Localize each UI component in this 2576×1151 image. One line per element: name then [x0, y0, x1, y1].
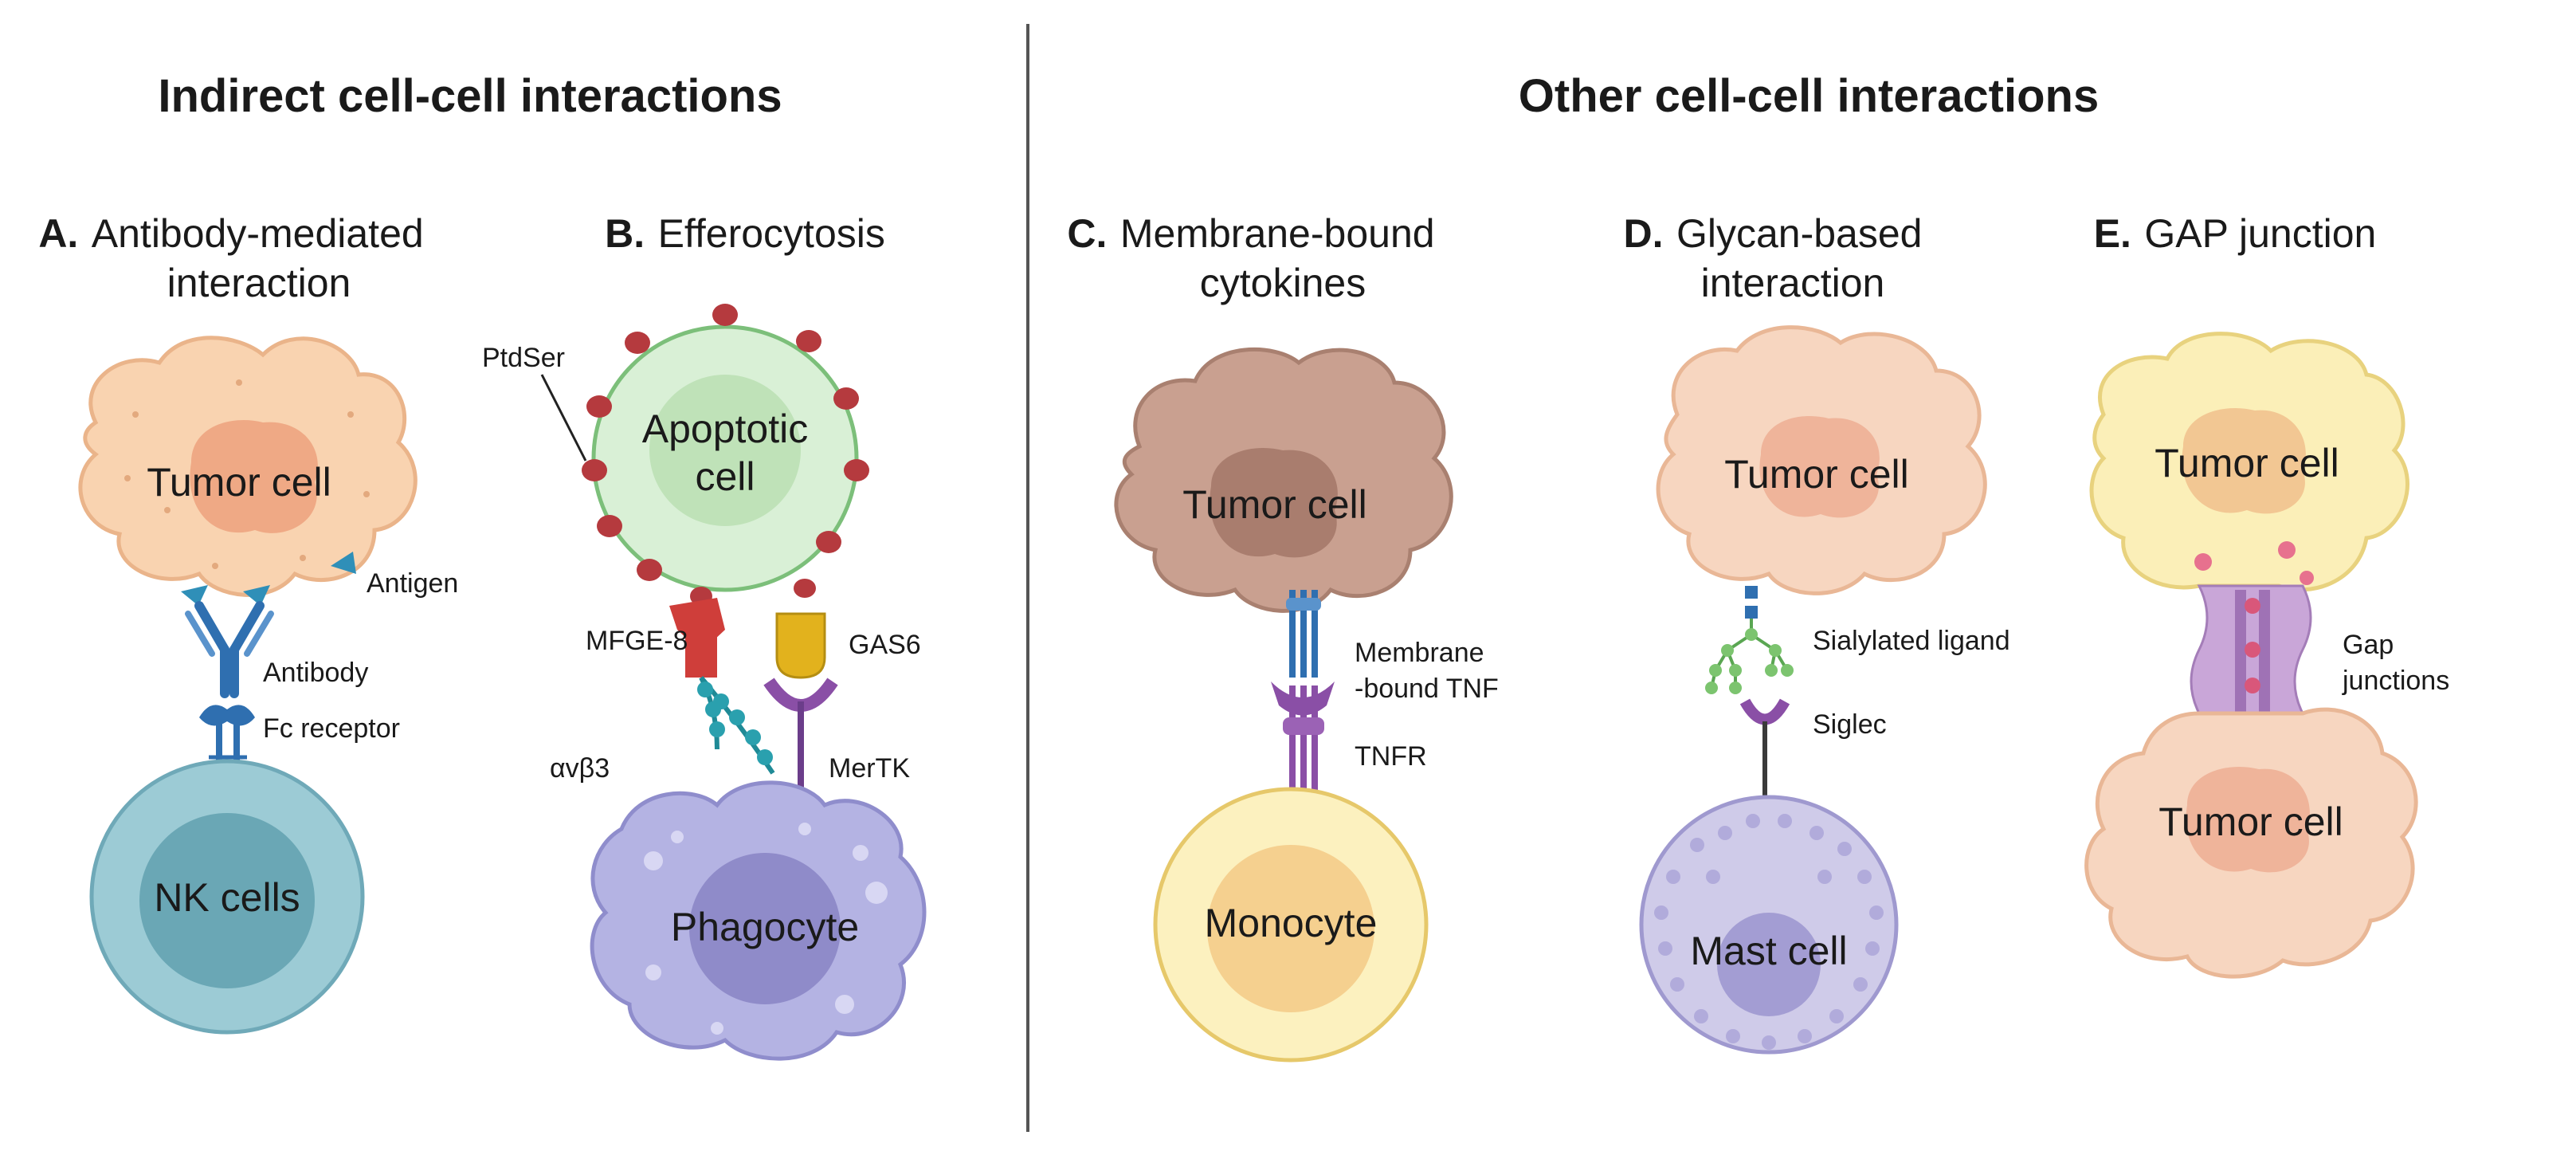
gas6-icon [775, 612, 826, 679]
fc-receptor-label: Fc receptor [263, 713, 400, 744]
phagocyte-label: Phagocyte [671, 905, 859, 949]
ptdser-icons [582, 304, 869, 606]
tnfr-icon [1271, 682, 1335, 801]
svg-text:A. Antibody-mediated: A. Antibody-mediated [38, 211, 423, 256]
tnf-label-line2: -bound TNF [1355, 674, 1499, 704]
panel-a: A. Antibody-mediated interaction Tumor c… [38, 211, 458, 1035]
cytoplasm-dots-a [124, 379, 370, 569]
panel-b: B. Efferocytosis Apoptotic cell PtdSer [482, 211, 927, 1061]
integrin-label: αvβ3 [550, 753, 610, 784]
panel-d-title: Glycan-based [1676, 211, 1923, 256]
nk-cells-label: NK cells [154, 875, 300, 920]
tumor-cell-d-label: Tumor cell [1724, 452, 1909, 497]
panel-a-title-line2: interaction [167, 261, 351, 305]
panel-c-title-line2: cytokines [1200, 261, 1366, 305]
ptdser-pointer [540, 374, 587, 462]
tnf-icon [1286, 590, 1321, 678]
tumor-nucleus-a [190, 420, 318, 533]
nk-cell-nucleus [139, 813, 315, 988]
tumor-cell-e-bottom-label: Tumor cell [2158, 799, 2343, 844]
tnf-label-line1: Membrane [1355, 638, 1484, 668]
antigen-icons [181, 552, 356, 606]
panel-a-title: Antibody-mediated [92, 211, 424, 256]
apoptotic-nucleus [649, 375, 801, 526]
antigen-label: Antigen [367, 568, 458, 599]
panel-b-title: Efferocytosis [658, 211, 885, 256]
antibody-label: Antibody [263, 658, 368, 688]
phagocyte-vesicles [644, 823, 888, 1035]
apoptotic-label-line2: cell [695, 454, 755, 499]
panel-d-title-line2: interaction [1701, 261, 1885, 305]
panel-e: E. GAP junction Tumor cell Gap junctions… [2084, 211, 2449, 979]
mfge8-icon [669, 598, 725, 678]
mertk-icon [763, 678, 838, 797]
phagocyte-nucleus [689, 853, 841, 1004]
panel-e-title: GAP junction [2144, 211, 2376, 256]
tumor-cell-c-label: Tumor cell [1182, 482, 1367, 527]
sialylated-ligand-icon [1705, 586, 1794, 694]
integrin-icon [697, 676, 775, 775]
tumor-nucleus-d [1759, 416, 1880, 518]
tumor-nucleus-e-bottom [2186, 767, 2310, 873]
section-title-other: Other cell-cell interactions [1519, 70, 2099, 122]
mfge8-label: MFGE-8 [586, 626, 688, 656]
gap-label-line2: junctions [2342, 666, 2449, 696]
panel-c-letter: C. [1067, 211, 1107, 256]
gap-label-line1: Gap [2343, 630, 2394, 660]
tumor-cell-a-label: Tumor cell [147, 460, 331, 505]
apoptotic-label-line1: Apoptotic [642, 407, 808, 451]
ptdser-label: PtdSer [482, 343, 565, 373]
panel-e-letter: E. [2094, 211, 2131, 256]
tumor-nucleus-c [1210, 448, 1338, 558]
svg-text:C. Membrane-bound: C. Membrane-bound [1067, 211, 1434, 256]
svg-text:E. GAP junction: E. GAP junction [2094, 211, 2377, 256]
panel-c-title: Membrane-bound [1120, 211, 1435, 256]
panel-a-letter: A. [38, 211, 78, 256]
section-title-indirect: Indirect cell-cell interactions [158, 70, 782, 122]
panel-d-letter: D. [1624, 211, 1664, 256]
antibody-icon [185, 601, 274, 698]
tnfr-label: TNFR [1355, 741, 1427, 772]
mast-cell-label: Mast cell [1690, 929, 1847, 973]
svg-text:D. Glycan-based: D. Glycan-based [1624, 211, 1923, 256]
svg-text:B. Efferocytosis: B. Efferocytosis [605, 211, 885, 256]
monocyte-label: Monocyte [1205, 901, 1378, 945]
tumor-cell-e-top-label: Tumor cell [2155, 441, 2339, 485]
gas6-label: GAS6 [849, 630, 921, 660]
gap-junction-icon [2190, 584, 2312, 715]
tumor-nucleus-e-top [2182, 408, 2306, 514]
mast-cell-nucleus [1717, 913, 1821, 1016]
panel-b-letter: B. [605, 211, 645, 256]
mast-cell-granules [1654, 814, 1884, 1050]
siglec-label: Siglec [1813, 709, 1887, 740]
panel-d: D. Glycan-based interaction Tumor cell S… [1624, 211, 2010, 1055]
monocyte-nucleus [1207, 845, 1374, 1012]
sialylated-label: Sialylated ligand [1813, 626, 2010, 656]
siglec-icon [1739, 698, 1790, 797]
panel-c: C. Membrane-bound cytokines Tumor cell M… [1067, 211, 1499, 1063]
mertk-label: MerTK [829, 753, 910, 784]
